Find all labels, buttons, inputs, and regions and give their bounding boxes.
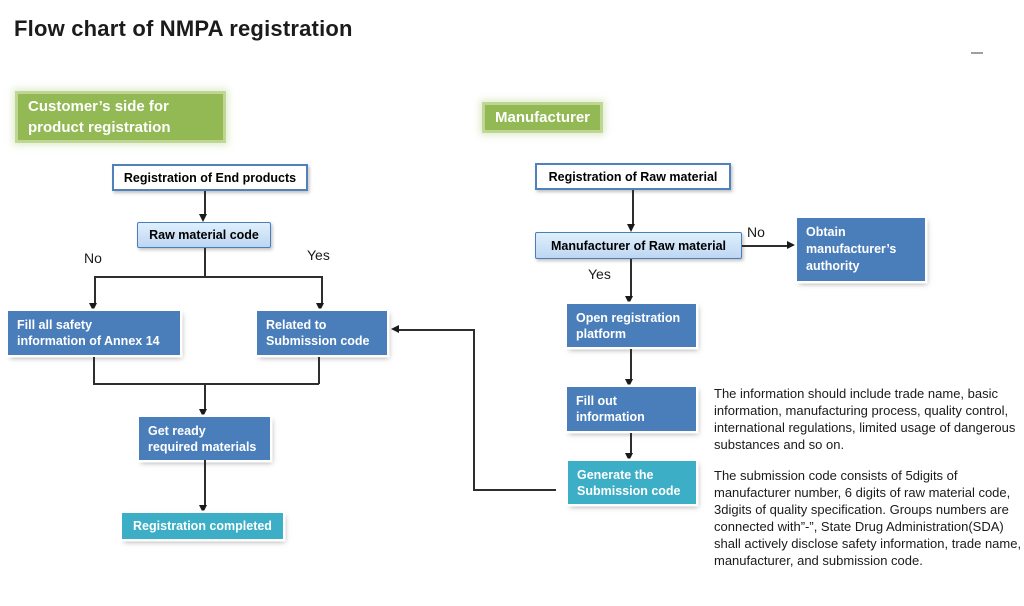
connector-line: [742, 245, 788, 247]
node-fill-safety-line1: Fill all safety: [17, 318, 93, 332]
arrowhead-down-icon: [199, 214, 207, 222]
node-get-ready-line2: required materials: [148, 440, 257, 454]
note-submission-code: The submission code consists of 5digits …: [714, 468, 1022, 568]
node-open-line2: platform: [576, 327, 626, 341]
node-fillout-line1: Fill out: [576, 394, 617, 408]
node-manufacturer-raw-material: Manufacturer of Raw material: [535, 232, 742, 259]
node-fill-safety: Fill all safety information of Annex 14: [8, 311, 180, 355]
node-generate-line1: Generate the: [577, 468, 654, 482]
connector-line: [630, 349, 632, 379]
node-get-ready-line1: Get ready: [148, 424, 206, 438]
node-open-platform: Open registration platform: [567, 304, 696, 347]
node-fillout-line2: information: [576, 410, 645, 424]
connector-line: [94, 276, 96, 303]
connector-line: [204, 383, 206, 409]
connector-line: [204, 191, 206, 215]
edge-label-no-right: No: [747, 224, 765, 240]
arrowhead-left-icon: [391, 325, 399, 333]
node-registration-end-products: Registration of End products: [112, 164, 308, 191]
section-label-manufacturer: Manufacturer: [485, 105, 601, 130]
connector-line: [94, 276, 322, 278]
node-related-submission-code: Related to Submission code: [257, 311, 387, 355]
edge-label-no-left: No: [84, 250, 102, 266]
node-get-ready: Get ready required materials: [139, 417, 270, 460]
arrowhead-right-icon: [787, 241, 795, 249]
node-generate-line2: Submission code: [577, 484, 681, 498]
connector-line: [93, 383, 319, 385]
node-obtain-line1: Obtain: [806, 225, 846, 239]
node-fill-out-information: Fill out information: [567, 387, 696, 431]
connector-line: [204, 460, 206, 505]
minimize-dash-icon: [971, 52, 983, 54]
page-title: Flow chart of NMPA registration: [14, 16, 353, 41]
node-generate-submission-code: Generate the Submission code: [568, 461, 696, 504]
arrowhead-down-icon: [627, 224, 635, 232]
section-label-customer-line1: Customer’s side: [28, 98, 145, 115]
node-obtain-authority: Obtain manufacturer’s authority: [797, 218, 925, 281]
section-label-customer: Customer’s side for product registration: [18, 94, 223, 140]
node-open-line1: Open registration: [576, 311, 681, 325]
arrowhead-down-icon: [199, 409, 207, 417]
node-registration-completed: Registration completed: [122, 513, 283, 539]
connector-line: [632, 190, 634, 224]
node-related-line1: Related to: [266, 318, 327, 332]
node-registration-raw-material: Registration of Raw material: [535, 163, 731, 190]
arrowhead-down-icon: [316, 303, 324, 311]
connector-line: [204, 248, 206, 277]
node-raw-material-code: Raw material code: [137, 222, 271, 248]
arrowhead-down-icon: [625, 379, 633, 387]
connector-line: [473, 329, 475, 490]
arrowhead-down-icon: [199, 505, 207, 513]
connector-line: [630, 259, 632, 296]
connector-line: [93, 357, 95, 384]
node-obtain-line2: manufacturer’s: [806, 242, 897, 256]
section-label-customer-line2: for product registration: [28, 98, 171, 136]
arrowhead-down-icon: [625, 453, 633, 461]
node-related-line2: Submission code: [266, 334, 370, 348]
node-obtain-line3: authority: [806, 259, 860, 273]
connector-line: [399, 329, 474, 331]
edge-label-yes-left: Yes: [307, 247, 330, 263]
connector-line: [630, 433, 632, 453]
arrowhead-down-icon: [89, 303, 97, 311]
node-fill-safety-line2: information of Annex 14: [17, 334, 160, 348]
edge-label-yes-right: Yes: [588, 266, 611, 282]
note-information-content: The information should include trade nam…: [714, 386, 1016, 452]
connector-line: [473, 489, 556, 491]
connector-line: [318, 357, 320, 384]
connector-line: [321, 276, 323, 303]
arrowhead-down-icon: [625, 296, 633, 304]
